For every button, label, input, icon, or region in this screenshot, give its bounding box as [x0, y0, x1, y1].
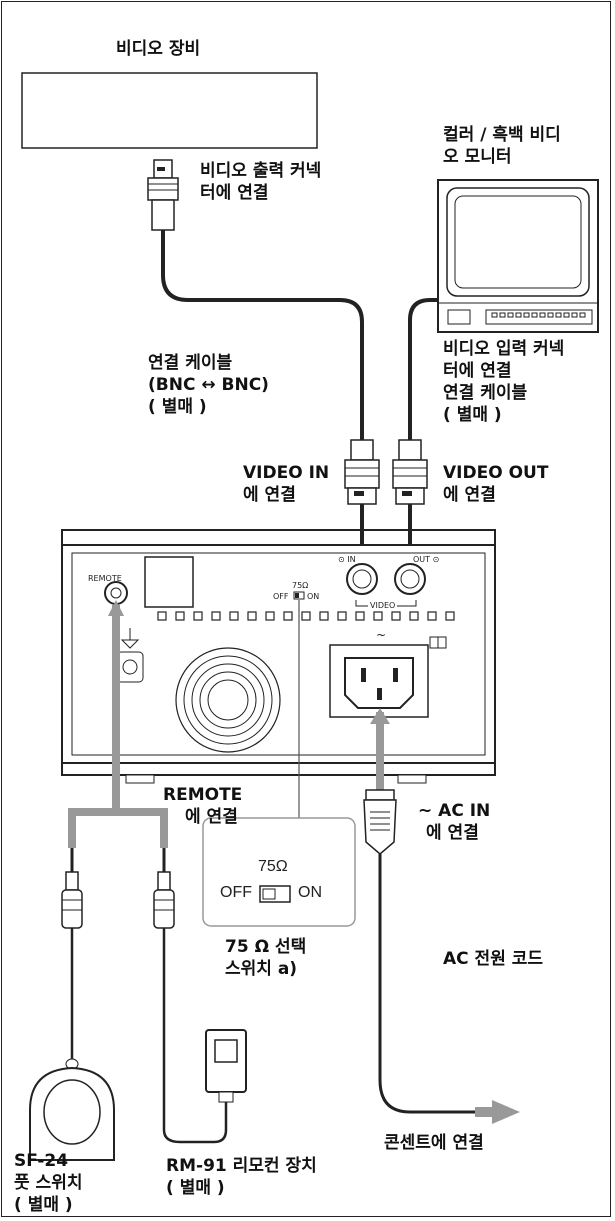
- rm91-remote-unit: [205, 1029, 247, 1103]
- main-unit-back-panel: [61, 529, 496, 784]
- ac-cord: [378, 854, 475, 1114]
- label-cable-bnc: 연결 케이블 (BNC ↔ BNC) ( 별매 ): [148, 353, 269, 417]
- inset-off-text: OFF: [220, 884, 252, 901]
- ac-cable-arrow: [370, 708, 390, 790]
- label-rm91: RM-91 리모컨 장치 ( 별매 ): [166, 1156, 317, 1198]
- label-video-device: 비디오 장비: [116, 39, 201, 59]
- panel-tilde-label: ~: [376, 628, 387, 642]
- panel-video-label: VIDEO: [368, 601, 398, 610]
- inset-on-text: ON: [298, 884, 322, 901]
- label-outlet: 콘센트에 연결: [384, 1133, 484, 1153]
- rm91-cable: [162, 928, 228, 1144]
- rm91-plug: [153, 848, 175, 929]
- bnc-connector-top: [147, 159, 179, 231]
- label-remote: REMOTE 에 연결: [163, 785, 243, 827]
- ac-plug: [363, 789, 397, 855]
- panel-out-label: OUT ⊙: [413, 555, 440, 564]
- sf24-foot-switch: [29, 1058, 115, 1161]
- cable-video-in: [161, 230, 364, 440]
- label-monitor: 컬러 / 흑백 비디 오 모니터: [443, 125, 561, 167]
- sf24-plug: [61, 848, 83, 1060]
- monitor-drawing: [437, 179, 599, 333]
- label-switch-75: 75 Ω 선택 스위치 a): [225, 937, 307, 979]
- label-video-in: VIDEO IN 에 연결: [243, 463, 330, 505]
- label-video-out-connector: 비디오 출력 커넥 터에 연결: [200, 161, 322, 203]
- label-ac-in: ~ AC IN 에 연결: [418, 801, 491, 843]
- label-video-in-connector: 비디오 입력 커넥 터에 연결 연결 케이블 ( 별매 ): [443, 339, 565, 425]
- label-sf24: SF-24 풋 스위치 ( 별매 ): [14, 1151, 83, 1215]
- panel-ohm-label: 75Ω: [292, 581, 309, 590]
- panel-off-label: OFF: [273, 592, 289, 601]
- cable-video-out: [408, 298, 468, 440]
- panel-on-label: ON: [307, 592, 320, 601]
- switch-inset-box: [202, 817, 356, 927]
- bnc-connector-video-in: [344, 439, 380, 575]
- inset-ohm-text: 75Ω: [258, 858, 288, 875]
- remote-cable: [68, 605, 168, 848]
- label-video-out: VIDEO OUT 에 연결: [443, 463, 549, 505]
- label-ac-cord: AC 전원 코드: [443, 949, 544, 969]
- outlet-arrow: [475, 1100, 520, 1124]
- video-device-box: [21, 72, 318, 149]
- panel-remote-label: REMOTE: [88, 574, 122, 583]
- panel-in-label: ⊙ IN: [338, 555, 356, 564]
